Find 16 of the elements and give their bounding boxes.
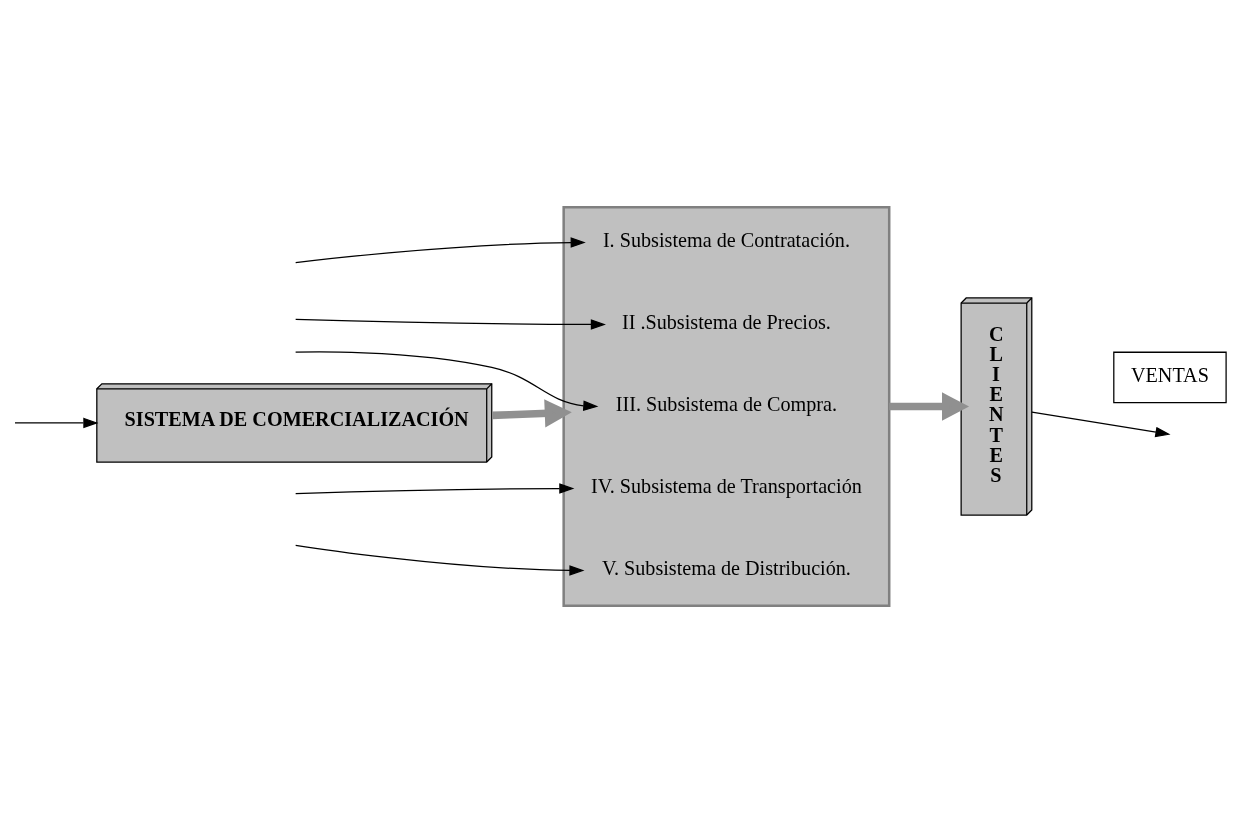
node-text: IV. Subsistema de Transportación <box>591 475 862 498</box>
node-text: V. Subsistema de Distribución. <box>601 557 851 580</box>
arrow <box>295 483 575 495</box>
node-box: VENTAS <box>1113 351 1227 404</box>
arrow <box>295 351 599 412</box>
node-text: III. Subsistema de Compra. <box>615 393 838 416</box>
arrow <box>295 318 606 330</box>
node-text: I. Subsistema de Contratación. <box>602 229 850 252</box>
node-text: II .Subsistema de Precios. <box>621 311 831 334</box>
cluster <box>562 205 891 608</box>
arrow <box>14 417 99 429</box>
arrow <box>295 237 586 264</box>
arrow <box>491 399 572 428</box>
arrow <box>295 544 585 576</box>
arrow <box>889 392 970 421</box>
arrow <box>1031 411 1171 438</box>
